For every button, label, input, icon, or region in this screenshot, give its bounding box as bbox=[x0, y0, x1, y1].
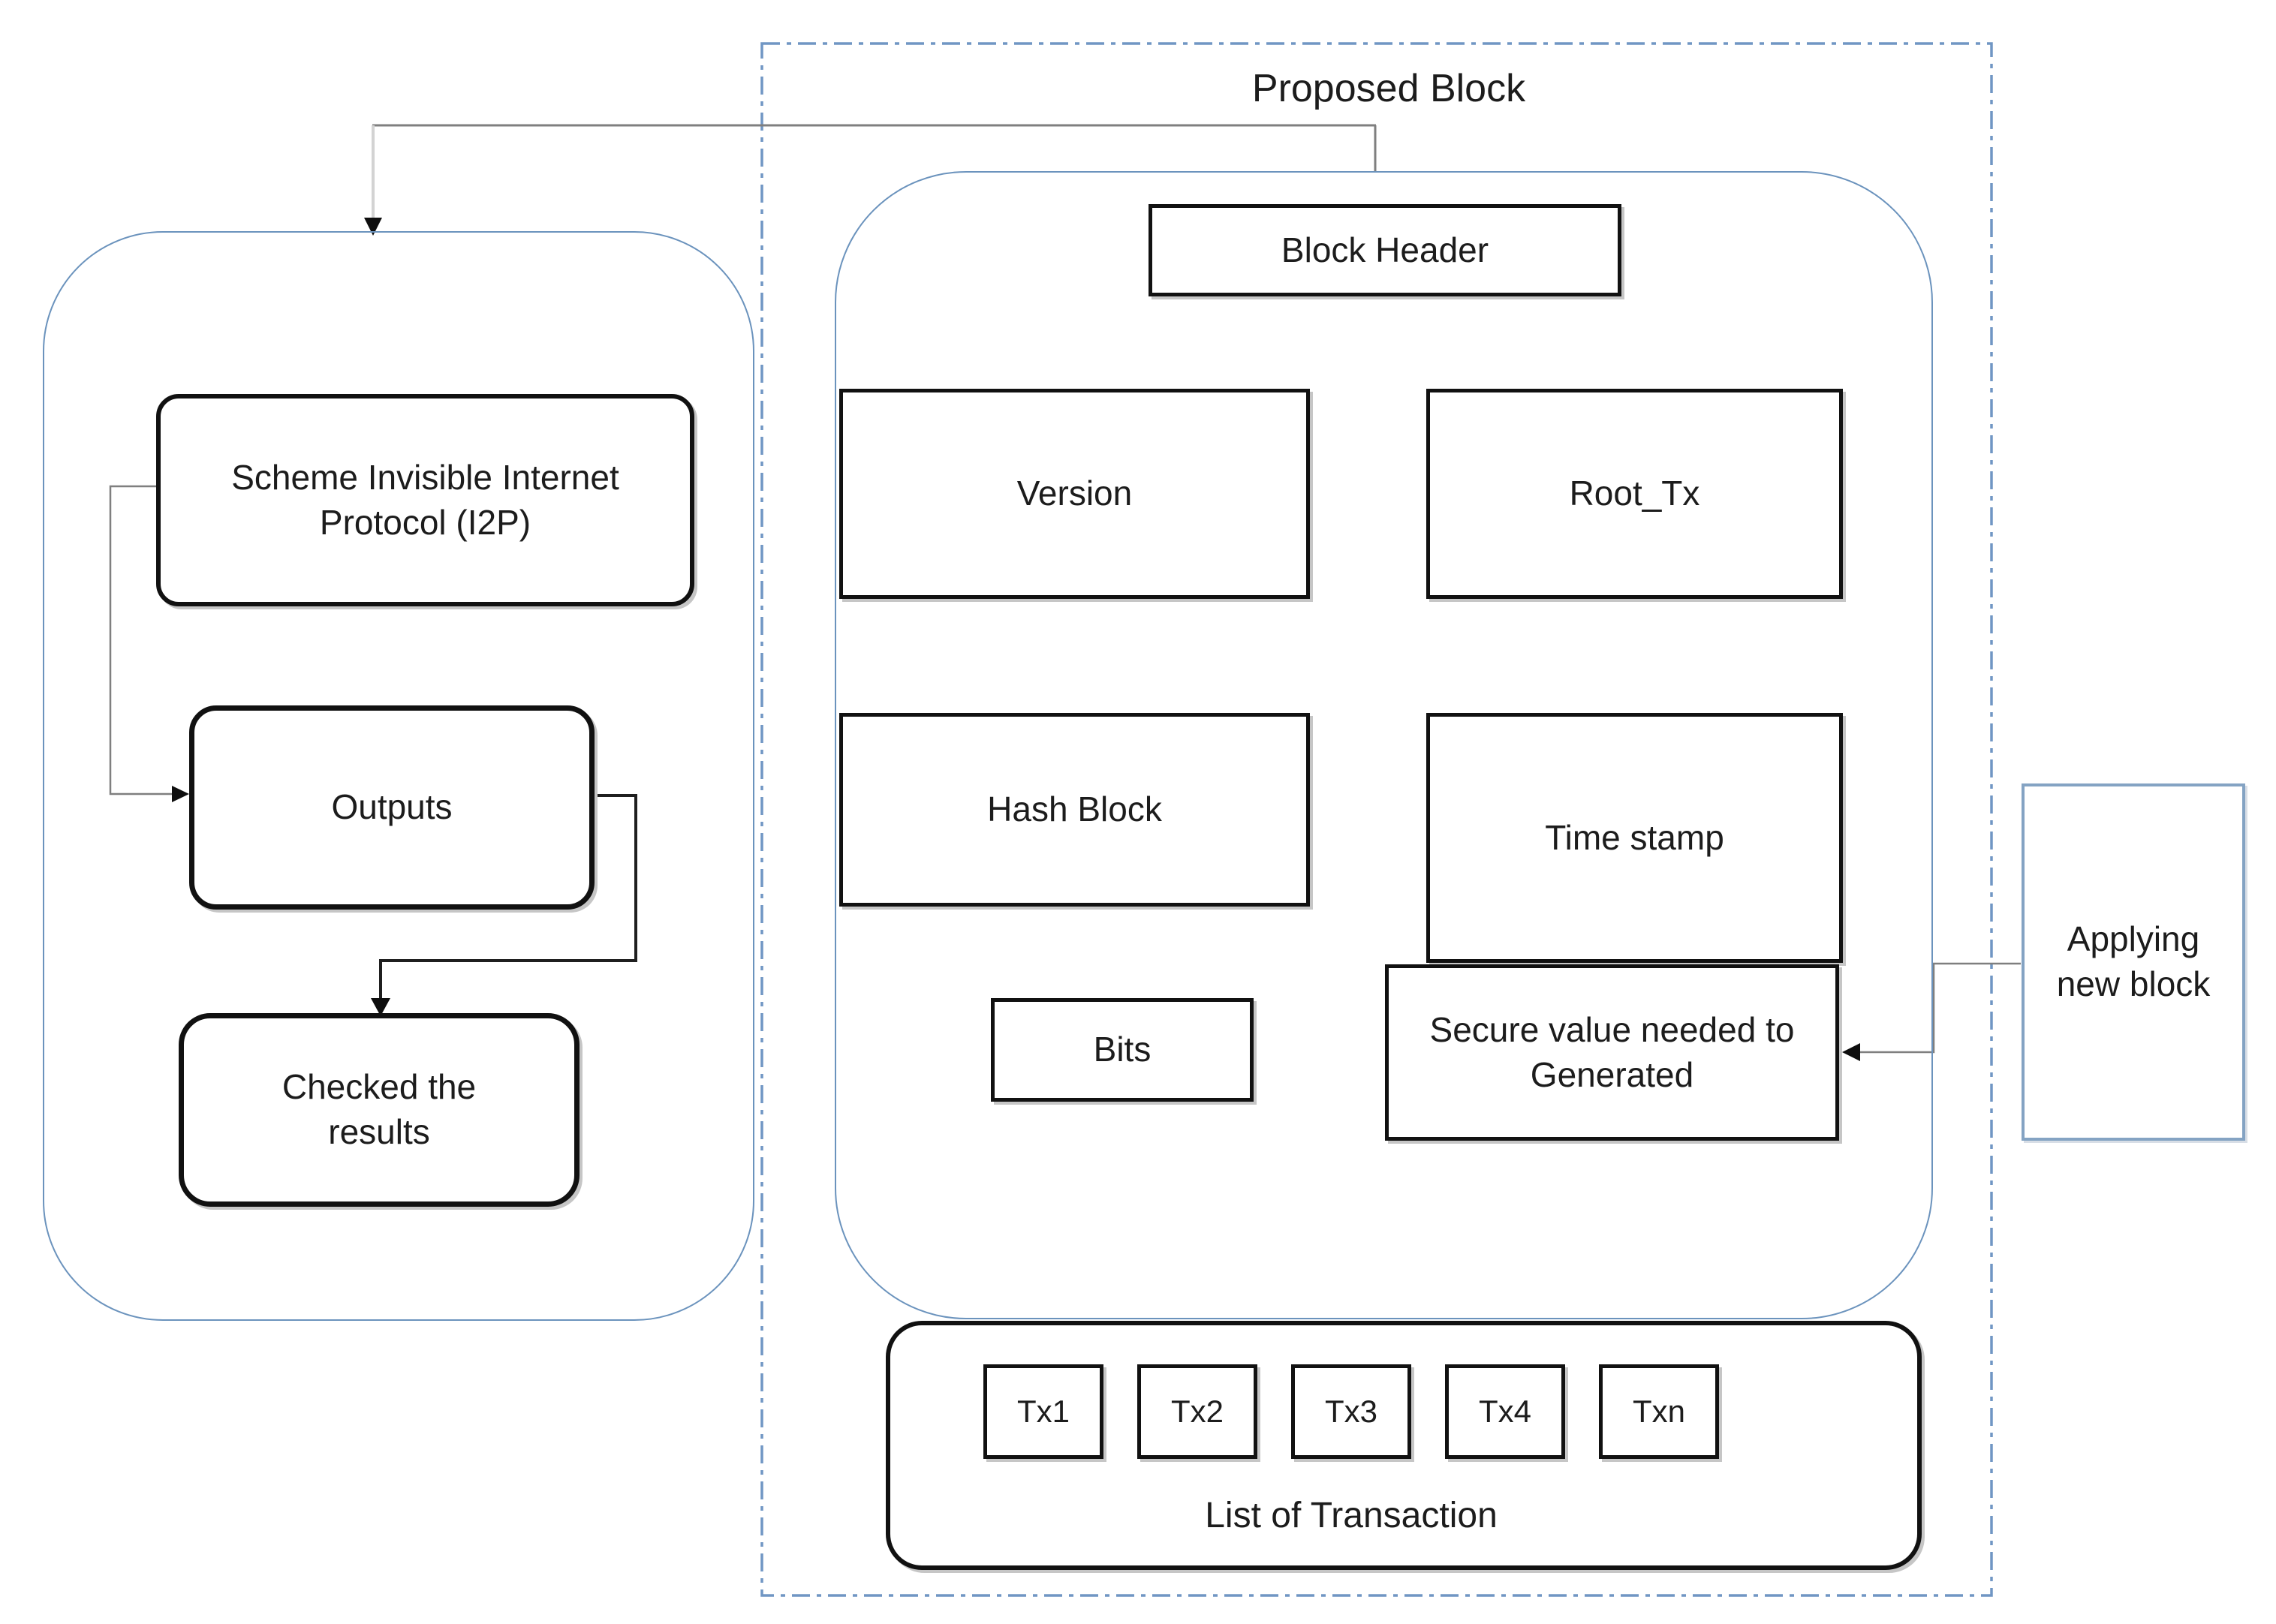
outputs-label: Outputs bbox=[331, 787, 453, 827]
tx2-label: Tx2 bbox=[1170, 1393, 1224, 1429]
proposed-block-boundary bbox=[760, 42, 1993, 1597]
tx3-label: Tx3 bbox=[1324, 1393, 1377, 1429]
bits-label: Bits bbox=[1093, 1030, 1152, 1069]
root-tx-label: Root_Tx bbox=[1569, 474, 1700, 513]
scheme-i2p-label: Scheme Invisible Internet Protocol (I2P) bbox=[231, 457, 619, 542]
checked-results-label: Checked the results bbox=[281, 1067, 477, 1151]
tx-box-1: Tx1 bbox=[983, 1364, 1103, 1459]
time-stamp-label: Time stamp bbox=[1545, 817, 1724, 857]
block-header-box: Block Header bbox=[1149, 204, 1621, 296]
connector-applying-to-secure bbox=[1857, 962, 2021, 1054]
tx-box-2: Tx2 bbox=[1137, 1364, 1257, 1459]
arrowhead-into-checked-results bbox=[371, 998, 390, 1016]
left-flow-container bbox=[43, 231, 754, 1321]
root-tx-box: Root_Tx bbox=[1426, 389, 1843, 599]
checked-results-box: Checked the results bbox=[179, 1013, 580, 1207]
secure-value-box: Secure value needed to Generated bbox=[1385, 964, 1839, 1141]
list-of-transaction-label: List of Transaction bbox=[1205, 1495, 1498, 1535]
tx-box-3: Tx3 bbox=[1291, 1364, 1411, 1459]
block-header-container bbox=[835, 171, 1933, 1319]
arrowhead-into-outputs bbox=[172, 786, 189, 802]
tx1-label: Tx1 bbox=[1016, 1393, 1070, 1429]
tx-box-n: Txn bbox=[1599, 1364, 1719, 1459]
txn-label: Txn bbox=[1632, 1393, 1685, 1429]
applying-new-block-box: Applying new block bbox=[2022, 783, 2245, 1141]
secure-value-label: Secure value needed to Generated bbox=[1429, 1009, 1795, 1094]
version-box: Version bbox=[839, 389, 1310, 599]
proposed-block-title: Proposed Block bbox=[1251, 67, 1526, 110]
tx4-label: Tx4 bbox=[1478, 1393, 1531, 1429]
bits-box: Bits bbox=[991, 998, 1254, 1102]
hash-block-box: Hash Block bbox=[839, 713, 1310, 907]
version-label: Version bbox=[1016, 474, 1133, 513]
hash-block-label: Hash Block bbox=[987, 789, 1162, 829]
outputs-box: Outputs bbox=[189, 705, 595, 910]
applying-new-block-label: Applying new block bbox=[2056, 919, 2211, 1003]
tx-box-4: Tx4 bbox=[1445, 1364, 1565, 1459]
time-stamp-box: Time stamp bbox=[1426, 713, 1843, 963]
scheme-i2p-box: Scheme Invisible Internet Protocol (I2P) bbox=[156, 394, 694, 606]
block-header-label: Block Header bbox=[1281, 230, 1489, 269]
arrowhead-into-left-container bbox=[364, 218, 382, 236]
arrowhead-into-secure-value bbox=[1842, 1043, 1860, 1061]
connector-scheme-to-outputs bbox=[109, 485, 176, 795]
connector-outputs-to-checked bbox=[379, 794, 637, 1001]
